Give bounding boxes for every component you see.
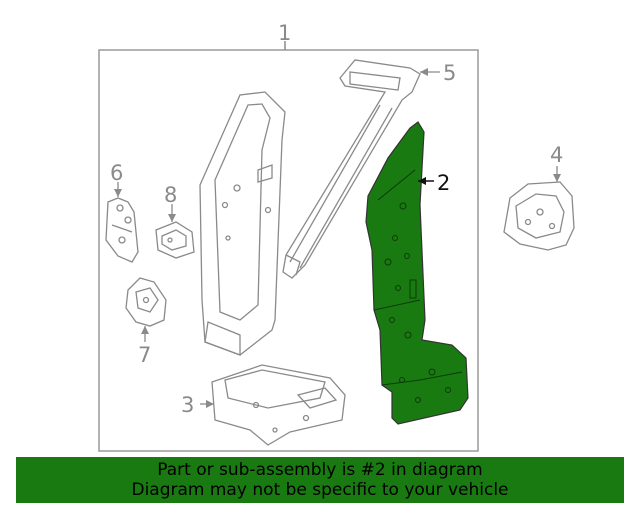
- callout-3[interactable]: 3: [181, 393, 194, 417]
- small-bracket-part[interactable]: [155, 221, 195, 259]
- callout-8[interactable]: 8: [164, 183, 177, 207]
- pillar-outer-part[interactable]: [199, 91, 286, 356]
- fitment-notice-banner: Part or sub-assembly is #2 in diagram Di…: [16, 457, 624, 503]
- small-mount-part[interactable]: [125, 277, 167, 327]
- callout-7[interactable]: 7: [138, 343, 151, 367]
- assembly-frame: [98, 49, 479, 452]
- roof-rail-part[interactable]: [282, 59, 421, 279]
- floor-bracket-part[interactable]: [211, 364, 346, 446]
- banner-line-1: Part or sub-assembly is #2 in diagram: [157, 460, 483, 480]
- highlighted-pillar-inner-part[interactable]: [365, 121, 469, 425]
- banner-line-2: Diagram may not be specific to your vehi…: [131, 480, 509, 500]
- callout-4[interactable]: 4: [550, 143, 563, 167]
- callout-5[interactable]: 5: [443, 61, 456, 85]
- parts-diagram: 1 5: [98, 21, 575, 452]
- callout-2[interactable]: 2: [437, 171, 450, 195]
- hinge-plate-part[interactable]: [105, 197, 139, 263]
- reinforcement-block-part[interactable]: [503, 181, 575, 251]
- callout-1[interactable]: 1: [278, 21, 291, 45]
- callout-6[interactable]: 6: [110, 161, 123, 185]
